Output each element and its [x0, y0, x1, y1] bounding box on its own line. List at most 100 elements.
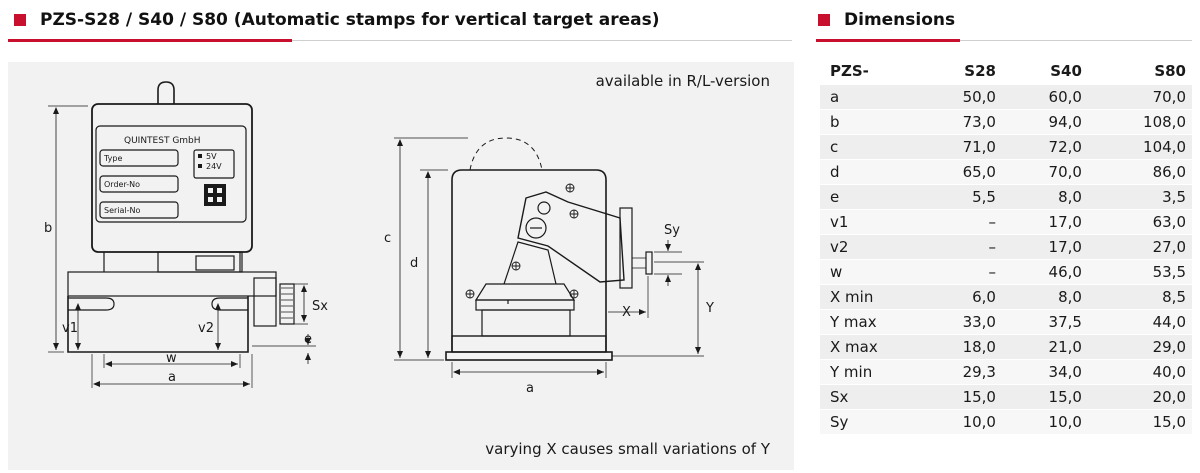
row-label: c — [820, 133, 916, 159]
value-s28: 10,0 — [916, 408, 1002, 434]
header-model: PZS- — [830, 61, 869, 80]
value-s28: – — [916, 258, 1002, 284]
right-section-header: Dimensions — [804, 0, 1200, 40]
side-view: c d a Sy X Y — [384, 137, 714, 396]
value-s28: 71,0 — [916, 133, 1002, 159]
value-s80: 8,5 — [1087, 283, 1192, 309]
value-s80: 104,0 — [1087, 133, 1192, 159]
value-s40: 37,5 — [1001, 308, 1088, 334]
value-s80: 27,0 — [1087, 233, 1192, 259]
row-label: Sy — [820, 408, 916, 434]
order-field-label: Order-No — [104, 180, 140, 189]
row-label: d — [820, 158, 916, 184]
header-s40: S40 — [1050, 61, 1082, 80]
dim-e-label: e — [304, 332, 312, 347]
value-s80: 3,5 — [1087, 183, 1192, 209]
left-section-header: PZS-S28 / S40 / S80 (Automatic stamps fo… — [0, 0, 800, 40]
row-label: X max — [820, 333, 916, 359]
left-header-accent-rule — [8, 39, 292, 42]
value-s28: 65,0 — [916, 158, 1002, 184]
voltage-5v-label: 5V — [206, 152, 217, 161]
value-s40: 17,0 — [1001, 233, 1088, 259]
row-label: Y min — [820, 358, 916, 384]
value-s28: 50,0 — [916, 83, 1002, 109]
value-s40: 17,0 — [1001, 208, 1088, 234]
left-section-title: PZS-S28 / S40 / S80 (Automatic stamps fo… — [40, 10, 660, 30]
dim-v2-label: v2 — [198, 321, 214, 336]
dim-a-side-label: a — [526, 381, 534, 396]
front-view: QUINTEST GmbH Type Order-No Serial-No 5V… — [44, 81, 328, 388]
row-label: v2 — [820, 233, 916, 259]
row-label: Y max — [820, 308, 916, 334]
value-s40: 94,0 — [1001, 108, 1088, 134]
row-label: b — [820, 108, 916, 134]
right-header-rule — [960, 40, 1192, 41]
type-field-label: Type — [103, 154, 122, 163]
value-s40: 8,0 — [1001, 283, 1088, 309]
dim-d-label: d — [410, 256, 418, 271]
dimensions-title: Dimensions — [844, 10, 956, 30]
row-label: e — [820, 183, 916, 209]
dim-y-label: Y — [705, 301, 714, 316]
value-s40: 34,0 — [1001, 358, 1088, 384]
maker-label: QUINTEST GmbH — [124, 136, 201, 146]
value-s80: 53,5 — [1087, 258, 1192, 284]
value-s80: 15,0 — [1087, 408, 1192, 434]
header-s28: S28 — [964, 61, 996, 80]
dim-x-label: X — [622, 305, 631, 320]
value-s28: 6,0 — [916, 283, 1002, 309]
value-s40: 21,0 — [1001, 333, 1088, 359]
dim-a-label: a — [168, 370, 176, 385]
dimensions-header-row: PZS- S28 S40 S80 — [820, 58, 1192, 84]
value-s40: 15,0 — [1001, 383, 1088, 409]
row-label: X min — [820, 283, 916, 309]
value-s80: 20,0 — [1087, 383, 1192, 409]
value-s80: 108,0 — [1087, 108, 1192, 134]
value-s80: 44,0 — [1087, 308, 1192, 334]
value-s80: 70,0 — [1087, 83, 1192, 109]
dim-v1-label: v1 — [62, 321, 78, 336]
dim-b-label: b — [44, 221, 52, 236]
value-s28: 33,0 — [916, 308, 1002, 334]
stamp-drawing: QUINTEST GmbH Type Order-No Serial-No 5V… — [44, 81, 714, 396]
quintest-logo-icon — [204, 184, 226, 206]
left-header-rule — [292, 40, 792, 41]
header-s80: S80 — [1154, 61, 1186, 80]
value-s40: 70,0 — [1001, 158, 1088, 184]
value-s80: 86,0 — [1087, 158, 1192, 184]
value-s28: – — [916, 233, 1002, 259]
red-square-icon — [14, 14, 26, 26]
row-label: w — [820, 258, 916, 284]
row-label: a — [820, 83, 916, 109]
value-s40: 72,0 — [1001, 133, 1088, 159]
value-s28: 29,3 — [916, 358, 1002, 384]
row-label: Sx — [820, 383, 916, 409]
dim-w-label: w — [166, 351, 177, 366]
dim-sy-label: Sy — [664, 223, 680, 238]
technical-drawing-panel: available in R/L-version varying X cause… — [8, 62, 794, 470]
value-s28: 5,5 — [916, 183, 1002, 209]
value-s28: 73,0 — [916, 108, 1002, 134]
value-s28: 15,0 — [916, 383, 1002, 409]
voltage-24v-label: 24V — [206, 162, 222, 171]
right-header-accent-rule — [816, 39, 960, 42]
value-s80: 63,0 — [1087, 208, 1192, 234]
red-square-icon — [818, 14, 830, 26]
value-s80: 29,0 — [1087, 333, 1192, 359]
value-s40: 8,0 — [1001, 183, 1088, 209]
serial-field-label: Serial-No — [104, 206, 141, 215]
variation-note: varying X causes small variations of Y — [485, 440, 770, 458]
value-s80: 40,0 — [1087, 358, 1192, 384]
row-label: v1 — [820, 208, 916, 234]
value-s40: 10,0 — [1001, 408, 1088, 434]
